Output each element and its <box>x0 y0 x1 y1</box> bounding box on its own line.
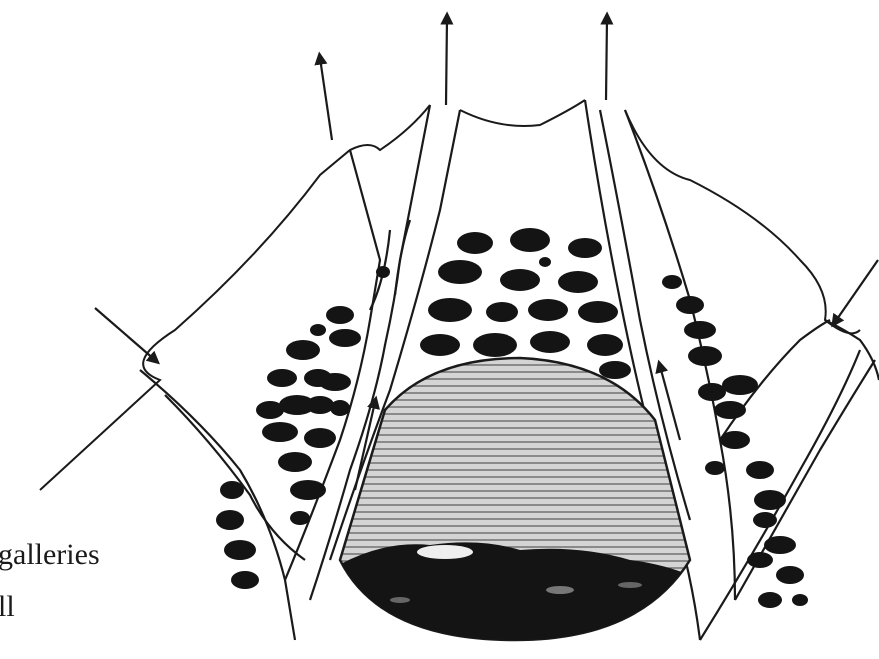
frass-pellet <box>278 452 312 472</box>
frass-pellet <box>231 571 259 589</box>
frass-pellet <box>530 331 570 353</box>
frass-pellet <box>326 306 354 324</box>
frass-pellet <box>754 490 786 510</box>
frass-pellet <box>528 299 568 321</box>
frass-pellet <box>290 511 310 525</box>
frass-pellet <box>698 383 726 401</box>
frass-pellet <box>304 428 336 448</box>
frass-pellet <box>500 269 540 291</box>
frass-pellet <box>688 346 722 366</box>
label-galleries: galleries <box>0 540 100 570</box>
frass-pellet <box>764 536 796 554</box>
frass-pellet <box>486 302 518 322</box>
frass-pellet <box>428 298 472 322</box>
frass-pellet <box>216 510 244 530</box>
frass-pellet <box>720 431 750 449</box>
frass-pellet <box>224 540 256 560</box>
frass-pellet <box>676 296 704 314</box>
frass-pellet <box>539 257 551 267</box>
frass-pellet <box>599 361 631 379</box>
frass-pellet <box>510 228 550 252</box>
frass-pellet <box>578 301 618 323</box>
frass-pellet <box>746 461 774 479</box>
frass-pellet <box>329 329 361 347</box>
arrow-up-center-right <box>606 18 607 100</box>
frass-pellet <box>290 480 326 500</box>
frass-pellet <box>587 334 623 356</box>
frass-pellet <box>662 275 682 289</box>
frass-pellet <box>684 321 716 339</box>
frass-pellet <box>758 592 782 608</box>
arrow-in-right <box>835 260 878 322</box>
frass-pellet <box>753 512 777 528</box>
frass-pellet <box>220 481 244 499</box>
frass-pellet <box>286 340 320 360</box>
frass-pellet <box>310 324 326 336</box>
label-wall: ll <box>0 592 15 622</box>
frass-pellet <box>473 333 517 357</box>
arrow-up-left <box>320 58 332 140</box>
frass-pellet <box>256 401 284 419</box>
frass-pellet <box>568 238 602 258</box>
frass-pellet <box>420 334 460 356</box>
frass-pellet <box>319 373 351 391</box>
frass-pellet <box>457 232 493 254</box>
frass-pellet <box>776 566 804 584</box>
frass-pellet <box>792 594 808 606</box>
frass-pellet <box>747 552 773 568</box>
frass-pellet <box>306 396 334 414</box>
arrow-in-left <box>95 308 155 360</box>
frass-pellet <box>330 400 350 416</box>
frass-pellet <box>267 369 297 387</box>
frass-pellet <box>438 260 482 284</box>
frass-pellet <box>705 461 725 475</box>
arrow-up-center-left <box>446 18 447 105</box>
frass-pellet <box>714 401 746 419</box>
frass-pellet <box>262 422 298 442</box>
frass-pellet <box>558 271 598 293</box>
frass-pellet <box>722 375 758 395</box>
arrow-inner-right <box>660 366 680 440</box>
frass-pellet <box>376 266 390 278</box>
